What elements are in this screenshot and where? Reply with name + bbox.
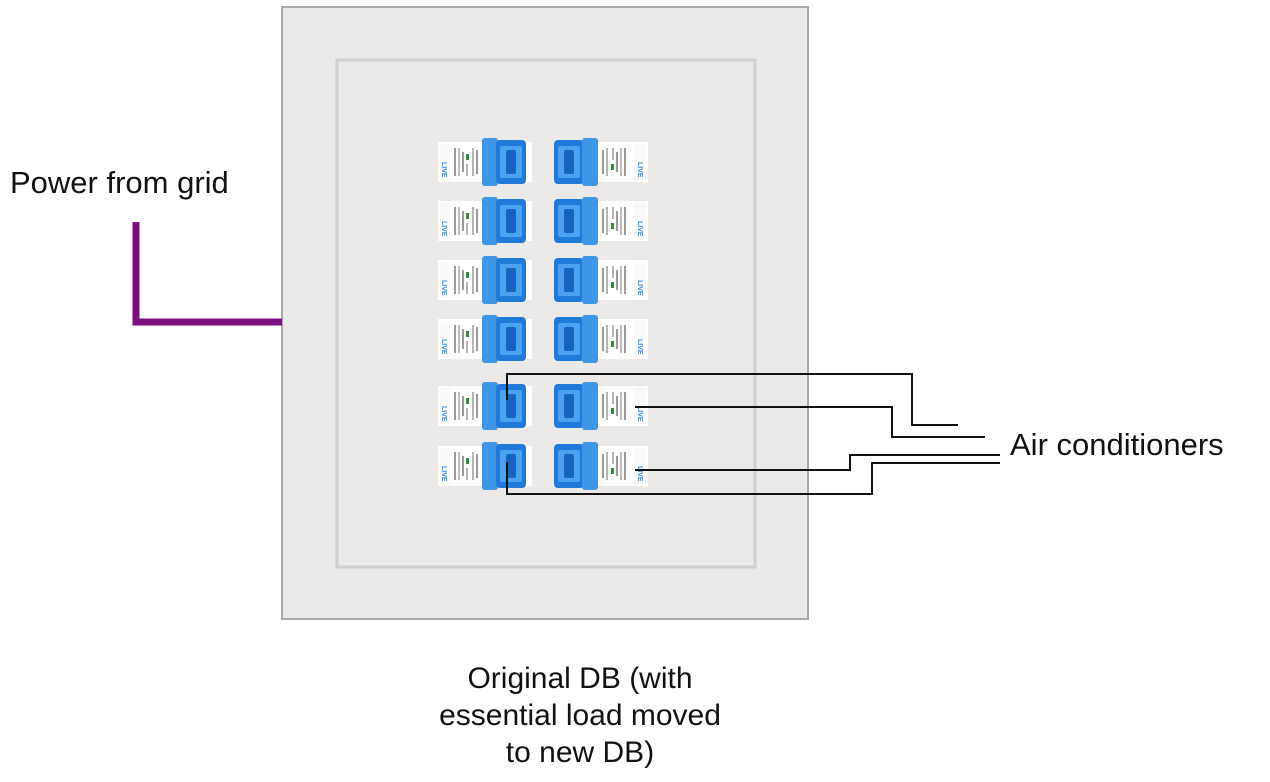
ac-wire-2 <box>635 406 985 438</box>
ac-wire-1 <box>506 373 958 426</box>
breaker-right-row-6 <box>554 442 648 490</box>
grid-supply-wire <box>132 222 282 326</box>
air-conditioners-label: Air conditioners <box>1010 427 1224 462</box>
ac-wire-3 <box>635 454 1000 471</box>
breaker-right-row-4 <box>554 315 648 363</box>
breaker-left-row-2 <box>438 197 532 245</box>
breaker-left-row-5 <box>438 382 532 430</box>
original-db-caption-line-1: Original DB (with <box>467 662 693 695</box>
power-from-grid-label: Power from grid <box>10 165 229 200</box>
breaker-right-row-5 <box>554 382 648 430</box>
breaker-left-row-4 <box>438 315 532 363</box>
breaker-right-row-1 <box>554 138 648 186</box>
original-db-caption-line-2: essential load moved <box>439 699 721 732</box>
original-db-caption-line-3: to new DB) <box>505 736 655 769</box>
db-inner-panel <box>335 58 757 569</box>
breaker-left-row-1 <box>438 138 532 186</box>
breaker-left-row-6 <box>438 442 532 490</box>
breaker-right-row-3 <box>554 256 648 304</box>
original-db-caption: Original DB (with essential load moved t… <box>380 660 780 771</box>
breaker-left-row-3 <box>438 256 532 304</box>
ac-wire-4 <box>506 462 1000 495</box>
breaker-right-row-2 <box>554 197 648 245</box>
